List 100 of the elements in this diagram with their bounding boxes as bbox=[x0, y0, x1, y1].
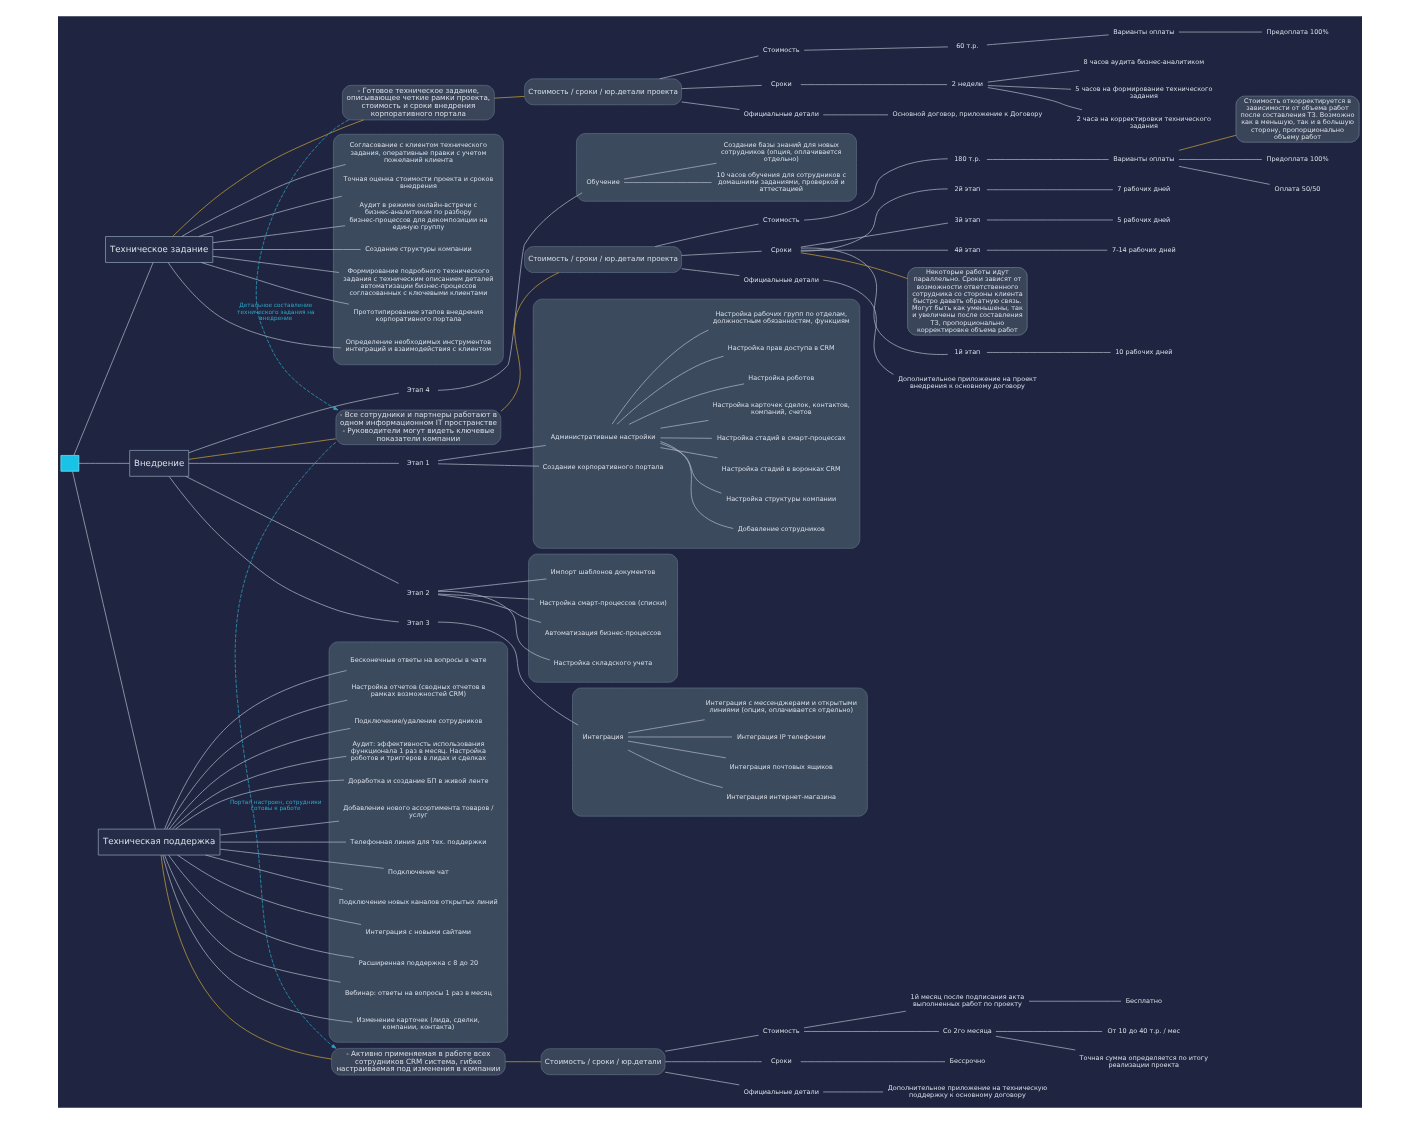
connector bbox=[822, 114, 889, 116]
connector bbox=[986, 352, 1111, 353]
connector bbox=[987, 85, 1072, 90]
connector bbox=[162, 854, 353, 1023]
connector bbox=[437, 593, 535, 600]
connector bbox=[654, 223, 759, 247]
connector bbox=[664, 1071, 740, 1086]
connector bbox=[803, 158, 949, 221]
connector bbox=[219, 820, 340, 836]
connector bbox=[627, 749, 723, 788]
connector bbox=[800, 252, 908, 279]
connector bbox=[167, 262, 342, 349]
connector bbox=[177, 854, 362, 925]
cluster bbox=[528, 553, 678, 683]
connector bbox=[800, 222, 949, 248]
connector bbox=[1178, 159, 1263, 160]
connector bbox=[660, 443, 722, 494]
connector bbox=[803, 1031, 940, 1032]
connector bbox=[986, 159, 1109, 160]
connector bbox=[168, 728, 351, 830]
node-box bbox=[60, 455, 80, 472]
connector bbox=[164, 670, 347, 830]
connector bbox=[73, 262, 154, 456]
arrow bbox=[255, 119, 349, 411]
connector bbox=[623, 182, 712, 183]
connector bbox=[437, 463, 540, 467]
connector bbox=[627, 740, 727, 759]
connector bbox=[198, 195, 343, 237]
connector bbox=[659, 55, 759, 80]
connector bbox=[437, 192, 583, 391]
connector bbox=[660, 420, 709, 429]
connector bbox=[205, 854, 344, 890]
cluster bbox=[576, 133, 857, 202]
cluster bbox=[572, 687, 868, 817]
connector bbox=[616, 355, 724, 425]
connector bbox=[986, 189, 1114, 191]
connector bbox=[437, 594, 542, 623]
connector bbox=[185, 476, 399, 584]
connector bbox=[175, 779, 345, 830]
connector bbox=[505, 1061, 542, 1063]
connector bbox=[800, 84, 948, 85]
connector bbox=[664, 1061, 763, 1063]
connector bbox=[181, 164, 346, 237]
connector bbox=[437, 445, 547, 462]
connector bbox=[664, 1034, 759, 1052]
connector bbox=[212, 255, 340, 273]
connector bbox=[681, 85, 763, 89]
cluster bbox=[333, 133, 504, 366]
connector bbox=[681, 101, 740, 110]
connector bbox=[623, 162, 717, 180]
connector bbox=[800, 249, 949, 251]
connector bbox=[212, 249, 361, 250]
cluster bbox=[328, 641, 509, 1043]
connector bbox=[160, 854, 332, 1060]
connector bbox=[611, 329, 709, 425]
connector bbox=[494, 96, 525, 99]
connector bbox=[681, 268, 740, 276]
connector bbox=[72, 471, 156, 830]
connector bbox=[660, 447, 718, 459]
connector bbox=[628, 383, 745, 425]
connector bbox=[995, 1031, 1103, 1032]
connector bbox=[800, 1061, 946, 1063]
connector bbox=[188, 463, 400, 464]
connector bbox=[1178, 165, 1271, 185]
connector bbox=[986, 34, 1109, 46]
connector bbox=[212, 225, 346, 244]
connector bbox=[803, 46, 949, 51]
connector bbox=[188, 392, 400, 454]
connector bbox=[995, 1035, 1076, 1051]
connector bbox=[219, 848, 385, 869]
connector bbox=[986, 249, 1108, 251]
connector bbox=[164, 854, 341, 983]
connector bbox=[800, 247, 949, 355]
connector bbox=[987, 70, 1080, 83]
connector bbox=[1178, 31, 1263, 33]
connector bbox=[168, 476, 400, 623]
connector bbox=[627, 719, 706, 734]
connector bbox=[200, 262, 350, 305]
connector bbox=[437, 621, 579, 726]
cluster bbox=[532, 298, 861, 549]
connector bbox=[188, 438, 337, 460]
connector bbox=[219, 841, 347, 843]
connector bbox=[172, 756, 347, 830]
connector bbox=[1178, 134, 1237, 151]
connector bbox=[660, 441, 734, 529]
connector bbox=[166, 699, 348, 830]
connector bbox=[800, 188, 948, 252]
connector bbox=[168, 854, 355, 958]
connector bbox=[822, 279, 894, 375]
connector bbox=[437, 591, 551, 661]
connector bbox=[437, 578, 547, 592]
connector bbox=[78, 463, 130, 464]
connector bbox=[660, 437, 713, 439]
connector bbox=[987, 87, 1083, 111]
connector bbox=[803, 1010, 907, 1029]
connector bbox=[500, 272, 560, 412]
connector bbox=[822, 1091, 884, 1093]
connector bbox=[1028, 1000, 1122, 1002]
connector bbox=[627, 736, 733, 738]
connector bbox=[172, 119, 365, 237]
